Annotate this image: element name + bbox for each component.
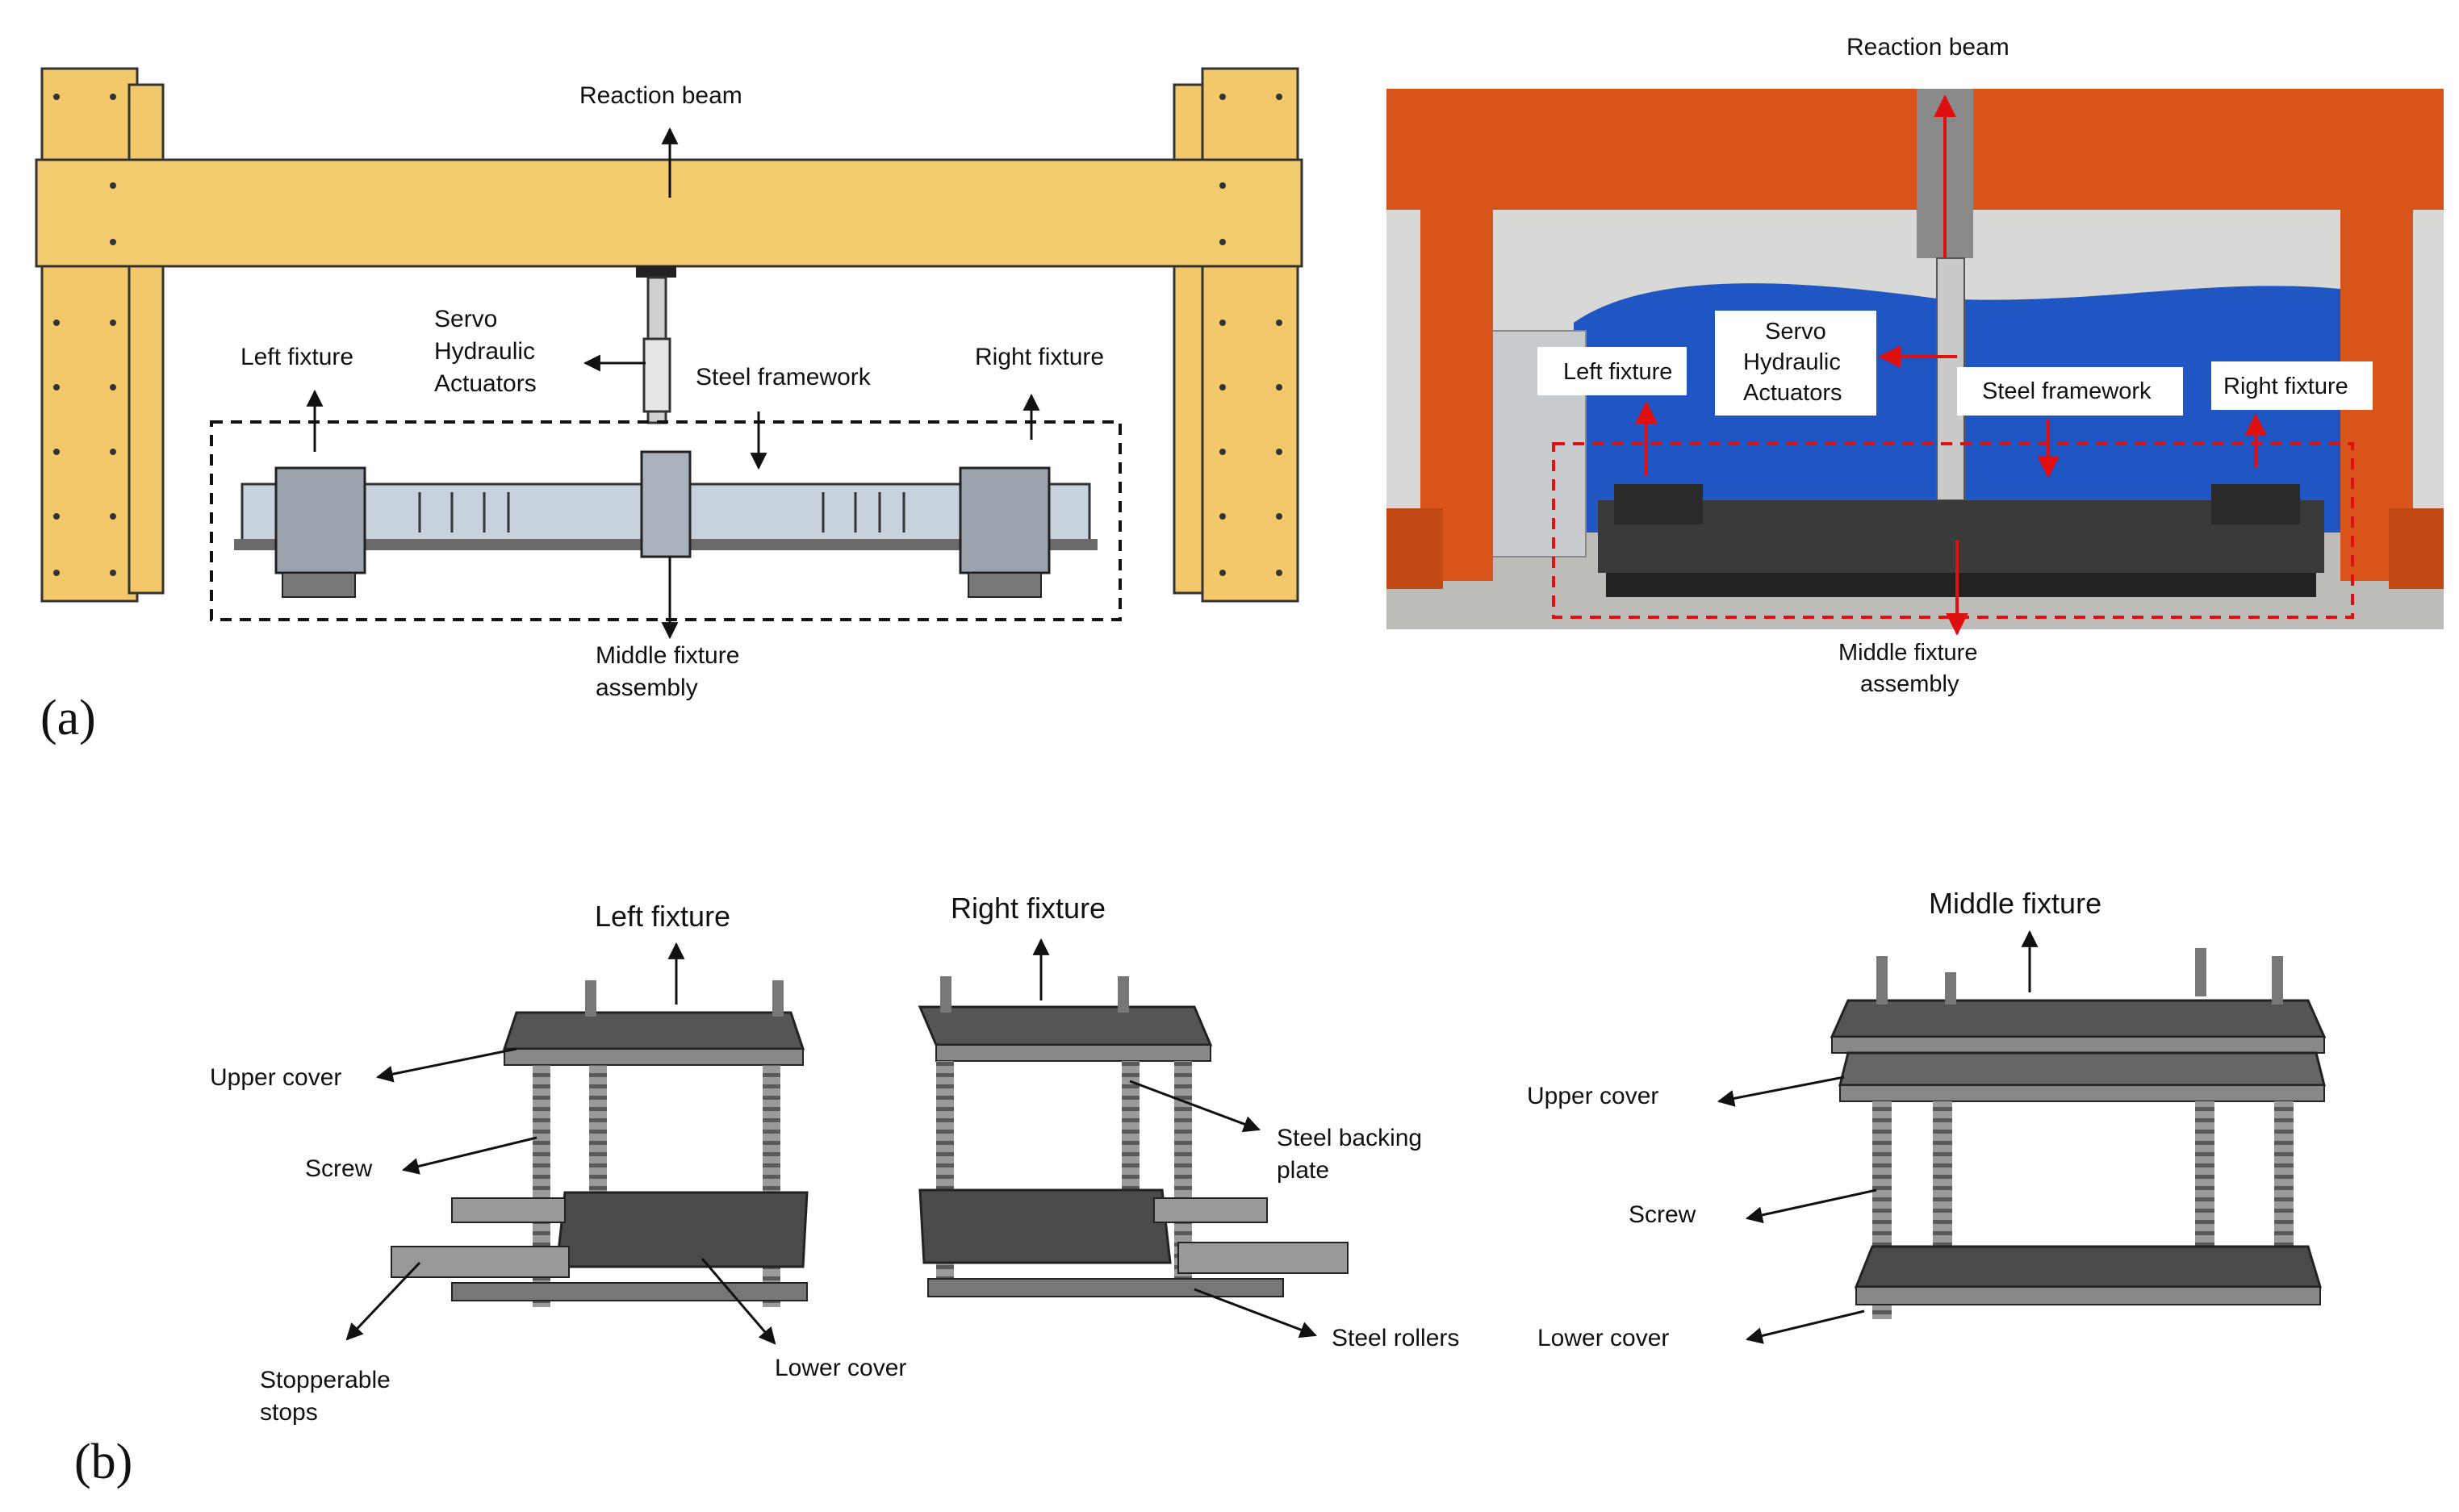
left-fixture-title: Left fixture (595, 900, 730, 933)
schematic-middle-fixture-label-1: Middle fixture (596, 642, 739, 669)
right-fixture-drawing (918, 976, 1349, 1297)
middle-screw-label: Screw (1629, 1201, 1696, 1228)
schematic-right-fixture-label: Right fixture (975, 344, 1104, 370)
schematic-steel-framework-label: Steel framework (696, 364, 872, 391)
lower-cover-label: Lower cover (775, 1355, 906, 1381)
stopperable-stops-label-1: Stopperable (260, 1367, 391, 1393)
screw-label: Screw (305, 1155, 373, 1182)
middle-lower-cover-label: Lower cover (1537, 1325, 1669, 1351)
schematic-actuator-label-1: Servo (434, 306, 497, 332)
schematic-reaction-beam-label: Reaction beam (579, 82, 742, 109)
photo-middle-fixture-label-2: assembly (1860, 671, 1959, 697)
steel-backing-plate-label-1: Steel backing (1277, 1125, 1422, 1151)
left-fixture-drawing (391, 980, 809, 1307)
steel-backing-plate-label-2: plate (1277, 1157, 1329, 1184)
schematic-actuator-label-3: Actuators (434, 370, 537, 397)
photo-actuator-label-3: Actuators (1743, 380, 1842, 406)
schematic-middle-fixture-label-2: assembly (596, 675, 698, 701)
panel-a-letter: (a) (40, 691, 96, 746)
photo-steel-framework-label: Steel framework (1982, 378, 2152, 404)
photo-actuator-label-1: Servo (1765, 319, 1826, 345)
steel-rollers-label: Steel rollers (1332, 1325, 1459, 1351)
schematic-actuator-label-2: Hydraulic (434, 338, 535, 365)
photo-reaction-beam-label: Reaction beam (1846, 34, 2009, 61)
schematic-drawing (35, 67, 1303, 621)
right-fixture-title: Right fixture (951, 892, 1106, 925)
photo-left-fixture-label: Left fixture (1563, 359, 1672, 385)
upper-cover-label: Upper cover (210, 1064, 341, 1091)
photo-arrows (1635, 94, 2267, 636)
photo-right-fixture-label: Right fixture (2223, 374, 2348, 399)
panel-b-letter: (b) (74, 1435, 132, 1489)
middle-upper-cover-label: Upper cover (1527, 1083, 1658, 1109)
photo-callouts (1537, 311, 2373, 416)
panel-b-arrows (345, 929, 2039, 1345)
schematic-arrows (306, 127, 1040, 640)
stopperable-stops-label-2: stops (260, 1399, 318, 1426)
middle-fixture-title: Middle fixture (1929, 887, 2101, 920)
middle-fixture-drawing (1830, 948, 2327, 1319)
schematic-left-fixture-label: Left fixture (240, 344, 353, 370)
photo-middle-fixture-label-1: Middle fixture (1838, 640, 1977, 666)
photo-actuator-label-2: Hydraulic (1743, 349, 1841, 375)
